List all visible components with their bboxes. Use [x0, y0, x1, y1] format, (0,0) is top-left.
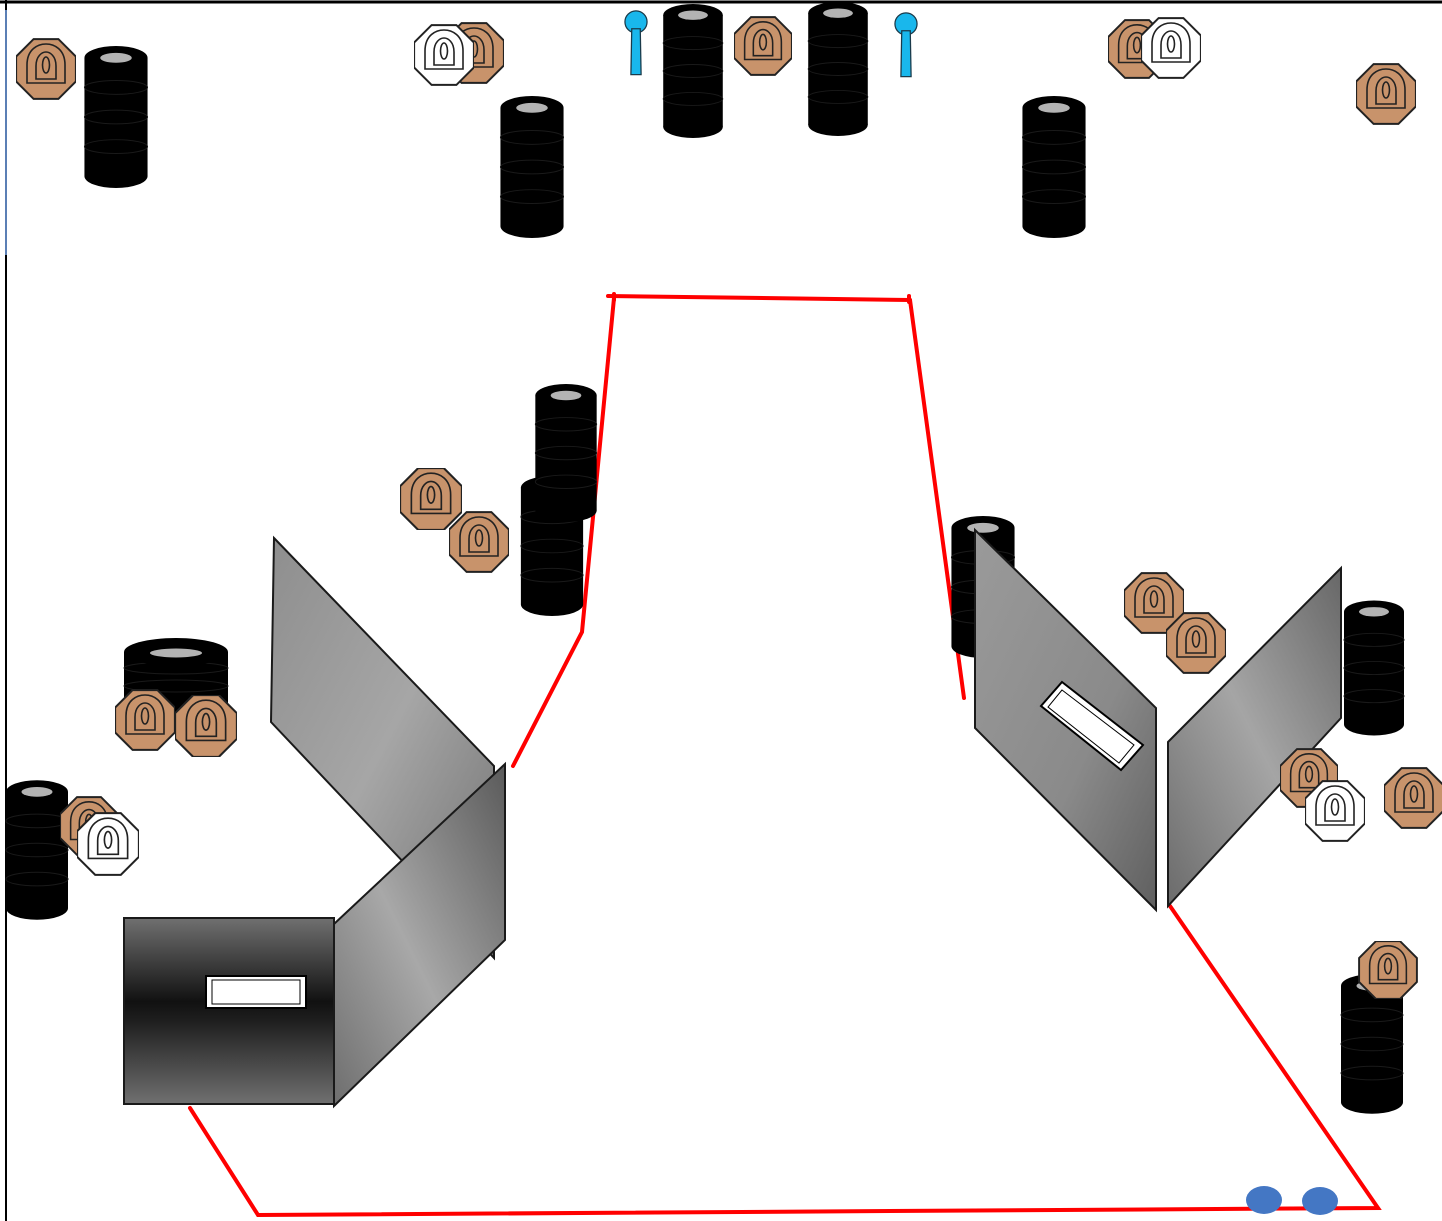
- shooting-port-inner: [211, 979, 301, 1005]
- barrel-stack-icon: [534, 383, 598, 523]
- shooting-port: [1039, 680, 1145, 772]
- octagon-target-icon: [400, 468, 462, 530]
- start-positions: [1246, 1186, 1338, 1215]
- barrel-stack-icon: [662, 3, 724, 139]
- no-shoot-target-icon: [414, 24, 474, 86]
- popper-icon: [624, 10, 648, 76]
- octagon-target-icon: [1356, 63, 1416, 125]
- start-position-icon: [1302, 1187, 1338, 1215]
- octagon-target-icon: [734, 16, 792, 76]
- fault-line-left-upper: [511, 296, 616, 768]
- fault-line-top: [606, 294, 912, 302]
- octagon-target-icon: [1384, 767, 1442, 829]
- octagon-target-icon: [449, 511, 509, 573]
- wall-panel: [123, 917, 335, 1105]
- no-shoot-target-icon: [77, 812, 139, 876]
- barrel-stack-icon: [83, 45, 149, 189]
- octagon-target-icon: [16, 38, 76, 100]
- shooting-port: [205, 975, 307, 1009]
- wall-panel: [1167, 565, 1342, 909]
- fault-line-bottom: [188, 904, 1382, 1218]
- barrel-stack-icon: [499, 95, 565, 239]
- no-shoot-target-icon: [1141, 17, 1201, 79]
- walls: [123, 527, 1342, 1109]
- barrel-stack-icon: [1021, 95, 1087, 239]
- paper-targets: [16, 16, 1442, 999]
- barrel-stack-icon: [807, 1, 869, 137]
- no-shoot-target-icon: [1305, 780, 1365, 842]
- barrel-stack-icon: [5, 779, 69, 921]
- octagon-target-icon: [1358, 941, 1418, 999]
- barrel-stack-icon: [1343, 600, 1405, 736]
- octagon-target-icon: [1166, 612, 1226, 674]
- octagon-target-icon: [115, 689, 175, 751]
- start-position-icon: [1246, 1186, 1282, 1214]
- popper-icon: [894, 12, 918, 78]
- octagon-target-icon: [175, 695, 237, 757]
